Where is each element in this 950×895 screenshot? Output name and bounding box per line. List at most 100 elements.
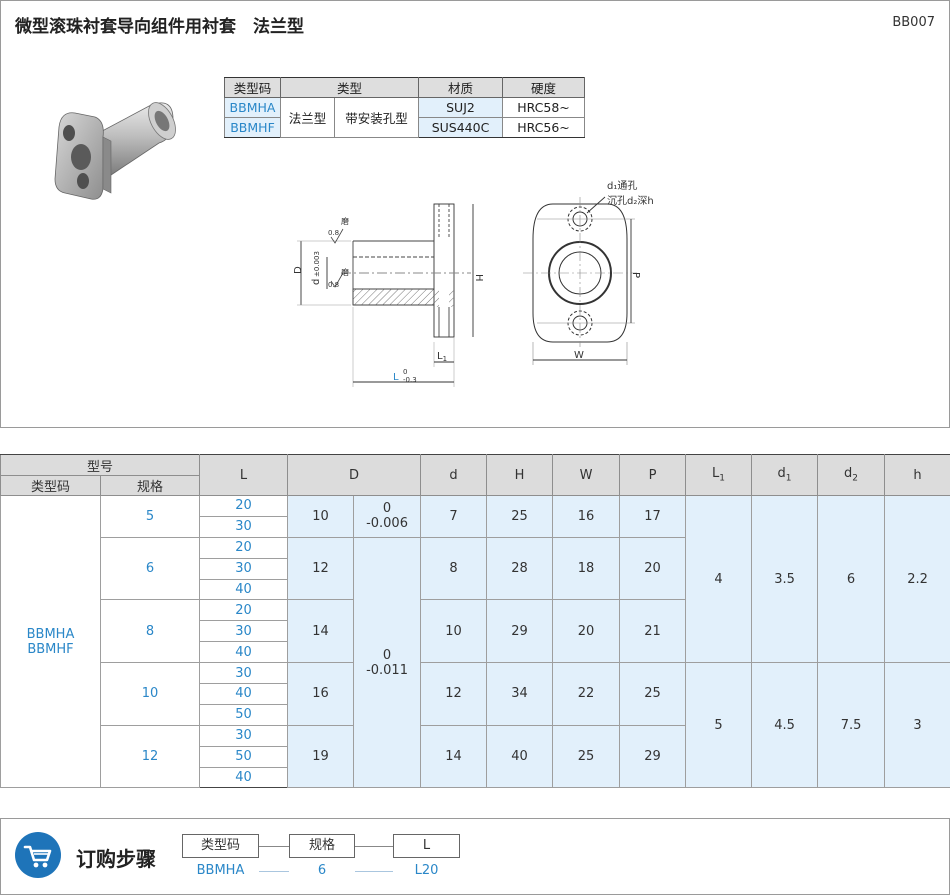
order-value-spec: 6 [317, 863, 327, 878]
typecode-cell: BBMHF [224, 117, 281, 138]
inner-diameter-cell: 10 [420, 599, 488, 664]
dim-L-label: L [393, 372, 399, 383]
dim-H-label: H [473, 274, 484, 282]
table-row: 12 30 19 14 40 25 29 [1, 724, 950, 789]
page-title: 微型滚珠衬套导向组件用衬套 法兰型 [15, 17, 304, 37]
height-cell: 28 [486, 536, 554, 601]
spec-cell: 8 [99, 599, 201, 664]
length-cell: 40 [199, 578, 289, 601]
step-connector [355, 846, 393, 847]
pitch-cell: 21 [619, 599, 687, 664]
inner-diameter-cell: 7 [420, 495, 488, 538]
length-cell: 30 [199, 620, 289, 643]
pitch-cell: 20 [619, 536, 687, 601]
col-type: 类型 [280, 77, 419, 98]
length-cell: 40 [199, 641, 289, 664]
header-L: L [199, 454, 289, 496]
header-W: W [552, 454, 621, 496]
typecode-cell: BBMHA [224, 97, 281, 118]
hole-diameter-cell: 3.5 [751, 494, 819, 664]
header-D: D [287, 454, 422, 496]
pitch-cell: 17 [619, 495, 687, 538]
roughness-label: 0.8 [328, 229, 339, 237]
flange-thickness-cell: 5 [685, 662, 753, 789]
outer-diameter-cell: 12 [287, 536, 355, 601]
type-material-table: 类型码 类型 材质 硬度 BBMHA 法兰型 带安装孔型 SUJ2 HRC58~… [224, 77, 585, 138]
height-cell: 40 [486, 724, 554, 789]
inner-diameter-cell: 14 [420, 724, 488, 789]
step-connector [355, 871, 393, 872]
length-cell: 20 [199, 599, 289, 622]
length-cell: 40 [199, 683, 289, 705]
header-d: d [420, 454, 488, 496]
spec-cell: 5 [99, 495, 201, 538]
counterbore-diameter-cell: 7.5 [817, 662, 886, 789]
height-cell: 29 [486, 599, 554, 664]
order-step-length: L [393, 834, 460, 858]
spec-cell: 12 [99, 724, 201, 789]
length-cell: 40 [199, 766, 289, 789]
header-d2: d2 [817, 454, 886, 496]
outer-diameter-cell: 16 [287, 662, 355, 726]
dim-L1-label: L1 [437, 351, 447, 363]
length-cell: 20 [199, 536, 289, 559]
roughness-label: 0.8 [328, 281, 339, 289]
pitch-cell: 29 [619, 724, 687, 789]
spec-cell: 6 [99, 536, 201, 601]
hole-note-line1: d₁通孔 [607, 180, 637, 192]
width-cell: 25 [552, 724, 621, 789]
order-step-spec: 规格 [289, 834, 355, 858]
col-material: 材质 [418, 77, 503, 98]
dim-P-label: P [630, 272, 641, 278]
dim-d-label: d [311, 279, 322, 285]
length-cell: 30 [199, 557, 289, 580]
header-d1: d1 [751, 454, 819, 496]
hole-diameter-cell: 4.5 [751, 662, 819, 789]
tolerance-cell: 0-0.006 [353, 495, 422, 538]
height-cell: 25 [486, 495, 554, 538]
order-steps-panel: 订购步骤 类型码 规格 L BBMHA 6 L20 [0, 818, 950, 895]
dim-L-tol-upper: 0 [403, 368, 407, 376]
dim-L-tol-lower: -0.3 [403, 376, 417, 384]
header-spec: 规格 [99, 475, 201, 496]
inner-diameter-cell: 8 [420, 536, 488, 601]
table-row: 10 30 16 12 34 22 25 5 4.5 7.5 3 [1, 662, 950, 789]
spec-cell: 10 [99, 662, 201, 726]
height-cell: 34 [486, 662, 554, 726]
technical-drawing: 磨 0.8 磨 0.8 D d ±0.003 H L1 L 0 -0.3 [293, 180, 654, 387]
col-hardness: 硬度 [502, 77, 585, 98]
grind-mark-label: 磨 [341, 216, 349, 226]
length-cell: 30 [199, 724, 289, 747]
dim-d-tol-label: ±0.003 [313, 251, 321, 277]
type-main-cell: 法兰型 [280, 97, 335, 138]
material-cell: SUJ2 [418, 97, 503, 118]
inner-diameter-cell: 12 [420, 662, 488, 726]
header-H: H [486, 454, 554, 496]
header-L1: L1 [685, 454, 753, 496]
material-cell: SUS440C [418, 117, 503, 138]
table-row: 40 [1, 766, 950, 789]
length-cell: 50 [199, 745, 289, 768]
tolerance-cell: 0-0.011 [353, 536, 422, 789]
outer-diameter-cell: 19 [287, 724, 355, 789]
hole-note-line2: 沉孔d₂深h [607, 194, 654, 207]
width-cell: 22 [552, 662, 621, 726]
hardness-cell: HRC58~ [502, 97, 585, 118]
dim-W-label: W [574, 350, 584, 361]
step-connector [259, 846, 289, 847]
pitch-cell: 25 [619, 662, 687, 726]
counterbore-depth-cell: 2.2 [884, 494, 950, 664]
counterbore-depth-cell: 3 [884, 662, 950, 789]
order-step-typecode: 类型码 [182, 834, 259, 858]
outer-diameter-cell: 14 [287, 599, 355, 664]
width-cell: 20 [552, 599, 621, 664]
length-cell: 50 [199, 703, 289, 726]
header-h: h [884, 454, 950, 496]
width-cell: 18 [552, 536, 621, 601]
product-overview-panel: 微型滚珠衬套导向组件用衬套 法兰型 BB007 类型码 [0, 0, 950, 428]
length-cell: 30 [199, 662, 289, 685]
length-cell: 20 [199, 495, 289, 517]
order-value-typecode: BBMHA [196, 863, 245, 878]
